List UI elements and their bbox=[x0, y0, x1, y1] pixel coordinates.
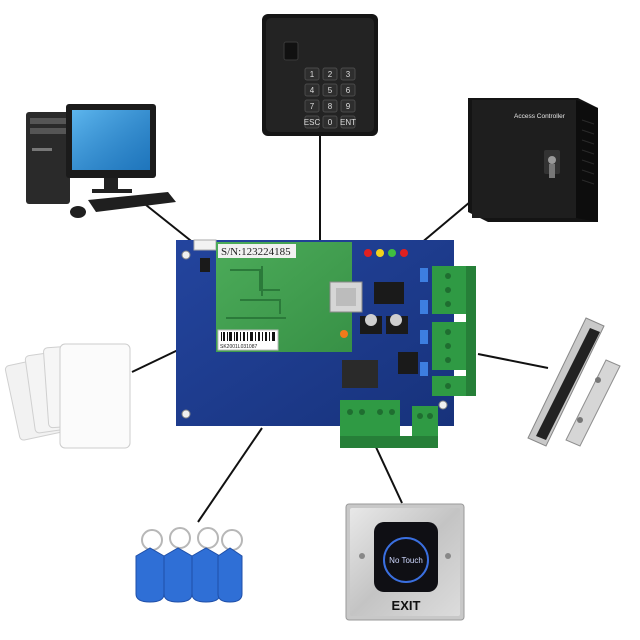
keypad-key-label: ENT bbox=[340, 118, 356, 127]
keypad-key[interactable]: 9 bbox=[340, 99, 356, 113]
reader-card-window bbox=[283, 41, 299, 61]
keypad-key-label: 3 bbox=[346, 70, 351, 79]
keypad-key-label: 5 bbox=[328, 86, 333, 95]
rfid-key-fobs bbox=[135, 527, 243, 603]
no-touch-label: No Touch bbox=[389, 556, 423, 565]
keypad-key[interactable]: 3 bbox=[340, 67, 356, 81]
connector-lines bbox=[131, 133, 549, 523]
keypad-key[interactable]: 8 bbox=[322, 99, 338, 113]
keypad-key[interactable]: ESC bbox=[304, 115, 321, 129]
keypad-key[interactable]: 7 bbox=[304, 99, 320, 113]
keypad-key-label: 7 bbox=[310, 102, 315, 111]
processor-chip bbox=[374, 282, 404, 304]
access-controller-board: S/N:123224185 SK2001L031087 bbox=[176, 239, 476, 448]
computer-mouse bbox=[70, 206, 86, 218]
keypad-key[interactable]: 4 bbox=[304, 83, 320, 97]
computer-keyboard bbox=[88, 192, 176, 212]
line-to-cards bbox=[131, 349, 179, 373]
access-controller-label: Access Controller bbox=[514, 113, 566, 120]
magnetic-lock bbox=[527, 317, 621, 447]
rfid-cards bbox=[4, 343, 131, 449]
keypad-key-label: 0 bbox=[328, 118, 333, 127]
barcode-number: SK2001L031087 bbox=[220, 344, 257, 350]
keypad-key[interactable]: 6 bbox=[340, 83, 356, 97]
armature-plate bbox=[565, 359, 621, 447]
line-to-exit-button bbox=[374, 444, 403, 504]
bottom-terminal-blocks bbox=[340, 400, 438, 448]
keypad-key[interactable]: 5 bbox=[322, 83, 338, 97]
computer-tower bbox=[26, 112, 70, 204]
keypad-key-label: ESC bbox=[304, 118, 321, 127]
serial-number-label: S/N:123224185 bbox=[221, 246, 291, 258]
access-controller-box: Access Controller bbox=[468, 98, 598, 222]
keypad-key-label: 8 bbox=[328, 102, 333, 111]
no-touch-exit-button: No Touch EXIT bbox=[345, 503, 465, 621]
line-to-fobs bbox=[197, 427, 263, 523]
keypad-key-label: 1 bbox=[310, 70, 315, 79]
line-to-maglock bbox=[477, 353, 549, 369]
keypad-key-label: 4 bbox=[310, 86, 315, 95]
keypad-key[interactable]: 1 bbox=[304, 67, 320, 81]
keypad-key-label: 6 bbox=[346, 86, 351, 95]
relay bbox=[342, 360, 378, 388]
keypad-key[interactable]: 0 bbox=[322, 115, 338, 129]
right-terminal-blocks bbox=[432, 266, 476, 396]
keypad-key[interactable]: ENT bbox=[340, 115, 356, 129]
line-to-controller-box bbox=[419, 201, 471, 245]
keypad-key[interactable]: 2 bbox=[322, 67, 338, 81]
exit-label: EXIT bbox=[392, 598, 421, 613]
keypad-key-label: 2 bbox=[328, 70, 333, 79]
keypad-key-label: 9 bbox=[346, 102, 351, 111]
computer bbox=[26, 104, 176, 218]
